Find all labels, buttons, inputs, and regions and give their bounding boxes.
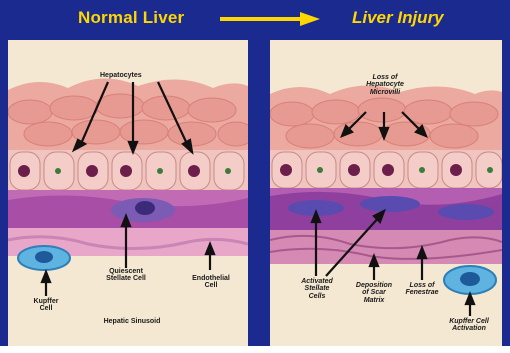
- activated-label-line2: Stellate: [292, 285, 342, 292]
- quiescent-label-line2: Stellate Cell: [94, 275, 158, 282]
- normal-liver-panel: Hepatocytes Quiescent Stellate Cell Endo…: [8, 40, 248, 346]
- kupffer-cell-activation-label: Kupffer Cell Activation: [436, 318, 502, 333]
- deposition-label-line1: Deposition: [348, 282, 400, 289]
- hepatocytes-label: Hepatocytes: [100, 72, 142, 79]
- header: Normal Liver Liver Injury: [0, 0, 510, 38]
- liver-injury-panel: Loss of Hepatocyte Microvilli Activated …: [270, 40, 502, 346]
- right-arrow-icon: [220, 12, 320, 26]
- hepatic-sinusoid-label: Hepatic Sinusoid: [92, 318, 172, 325]
- quiescent-stellate-cell-label: Quiescent Stellate Cell: [94, 268, 158, 283]
- fenestrae-label-line2: Fenestrae: [398, 289, 446, 296]
- normal-liver-title: Normal Liver: [78, 8, 184, 28]
- kupffer-activation-line2: Activation: [436, 325, 502, 332]
- loss-label-line1: Loss of: [352, 74, 418, 81]
- loss-of-microvilli-label: Loss of Hepatocyte Microvilli: [352, 74, 418, 96]
- kupffer-label-line1: Kupffer: [24, 298, 68, 305]
- kupffer-activation-line1: Kupffer Cell: [436, 318, 502, 325]
- loss-of-fenestrae-label: Loss of Fenestrae: [398, 282, 446, 297]
- bottom-border: [0, 346, 510, 353]
- liver-injury-title: Liver Injury: [352, 8, 444, 28]
- endothelial-label-line1: Endothelial: [186, 275, 236, 282]
- deposition-of-scar-matrix-label: Deposition of Scar Matrix: [348, 282, 400, 304]
- fenestrae-label-line1: Loss of: [398, 282, 446, 289]
- loss-label-line2: Hepatocyte: [352, 81, 418, 88]
- kupffer-label-line2: Cell: [24, 305, 68, 312]
- loss-label-line3: Microvilli: [352, 89, 418, 96]
- quiescent-label-line1: Quiescent: [94, 268, 158, 275]
- deposition-label-line3: Matrix: [348, 297, 400, 304]
- activated-label-line1: Activated: [292, 278, 342, 285]
- kupffer-cell-label: Kupffer Cell: [24, 298, 68, 313]
- activated-stellate-cells-label: Activated Stellate Cells: [292, 278, 342, 300]
- deposition-label-line2: of Scar: [348, 289, 400, 296]
- endothelial-label-line2: Cell: [186, 282, 236, 289]
- activated-label-line3: Cells: [292, 293, 342, 300]
- endothelial-cell-label: Endothelial Cell: [186, 275, 236, 290]
